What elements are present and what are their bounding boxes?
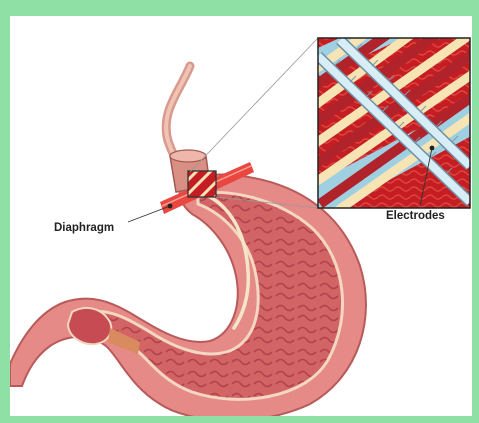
diaphragm-pointer bbox=[128, 206, 170, 222]
magnified-inset bbox=[300, 16, 472, 216]
stomach bbox=[10, 174, 366, 416]
illustration-canvas: Diaphragm Electrodes bbox=[10, 16, 472, 416]
diaphragm-annotation: Diaphragm bbox=[54, 204, 172, 234]
zoom-connector-top bbox=[190, 38, 318, 172]
stomach-electrode-diagram: Diaphragm Electrodes bbox=[10, 16, 472, 416]
electrodes-label: Electrodes bbox=[386, 210, 445, 222]
diaphragm-pointer-dot bbox=[168, 204, 173, 209]
diaphragm-label: Diaphragm bbox=[54, 222, 114, 234]
electrodes-pointer-dot bbox=[430, 146, 435, 151]
